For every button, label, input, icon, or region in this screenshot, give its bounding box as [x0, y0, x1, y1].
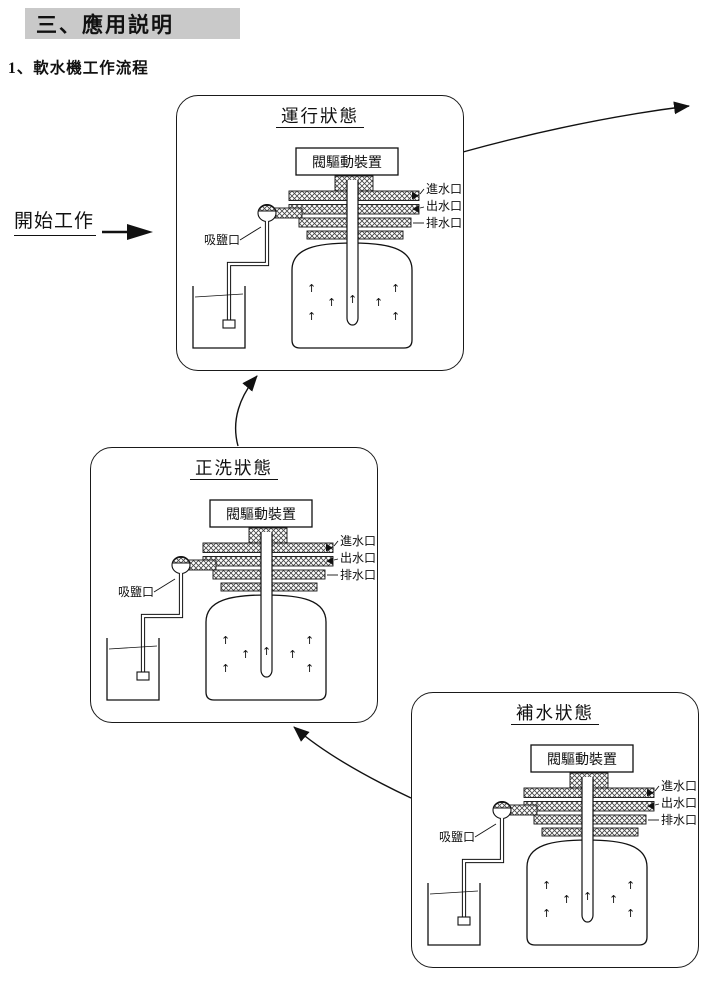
arrow-running-to-next — [462, 101, 690, 153]
state-diagram-wash — [91, 448, 377, 722]
state-title-running: 運行狀態 — [276, 106, 364, 128]
state-box-refill: 補水狀態 — [411, 692, 699, 968]
state-title-refill: 補水狀態 — [511, 703, 599, 725]
state-box-running: 運行狀態 — [176, 95, 464, 371]
section-header: 三、應用説明 — [25, 8, 240, 39]
subtitle: 1、軟水機工作流程 — [8, 60, 149, 77]
state-title-wrap: 補水狀態 — [412, 700, 698, 725]
state-box-wash: 正洗狀態 — [90, 447, 378, 723]
start-work-label: 開始工作 — [14, 206, 97, 236]
state-title-wrap: 正洗狀態 — [91, 455, 377, 480]
section-title: 三、應用説明 — [36, 12, 174, 37]
state-title-wrap: 運行狀態 — [177, 103, 463, 128]
start-arrow — [102, 224, 153, 240]
state-diagram-running — [177, 96, 463, 370]
state-diagram-refill — [412, 693, 698, 967]
arrow-wash-to-running — [234, 375, 258, 447]
state-title-wash: 正洗狀態 — [190, 458, 278, 480]
arrow-refill-to-wash — [293, 726, 412, 799]
